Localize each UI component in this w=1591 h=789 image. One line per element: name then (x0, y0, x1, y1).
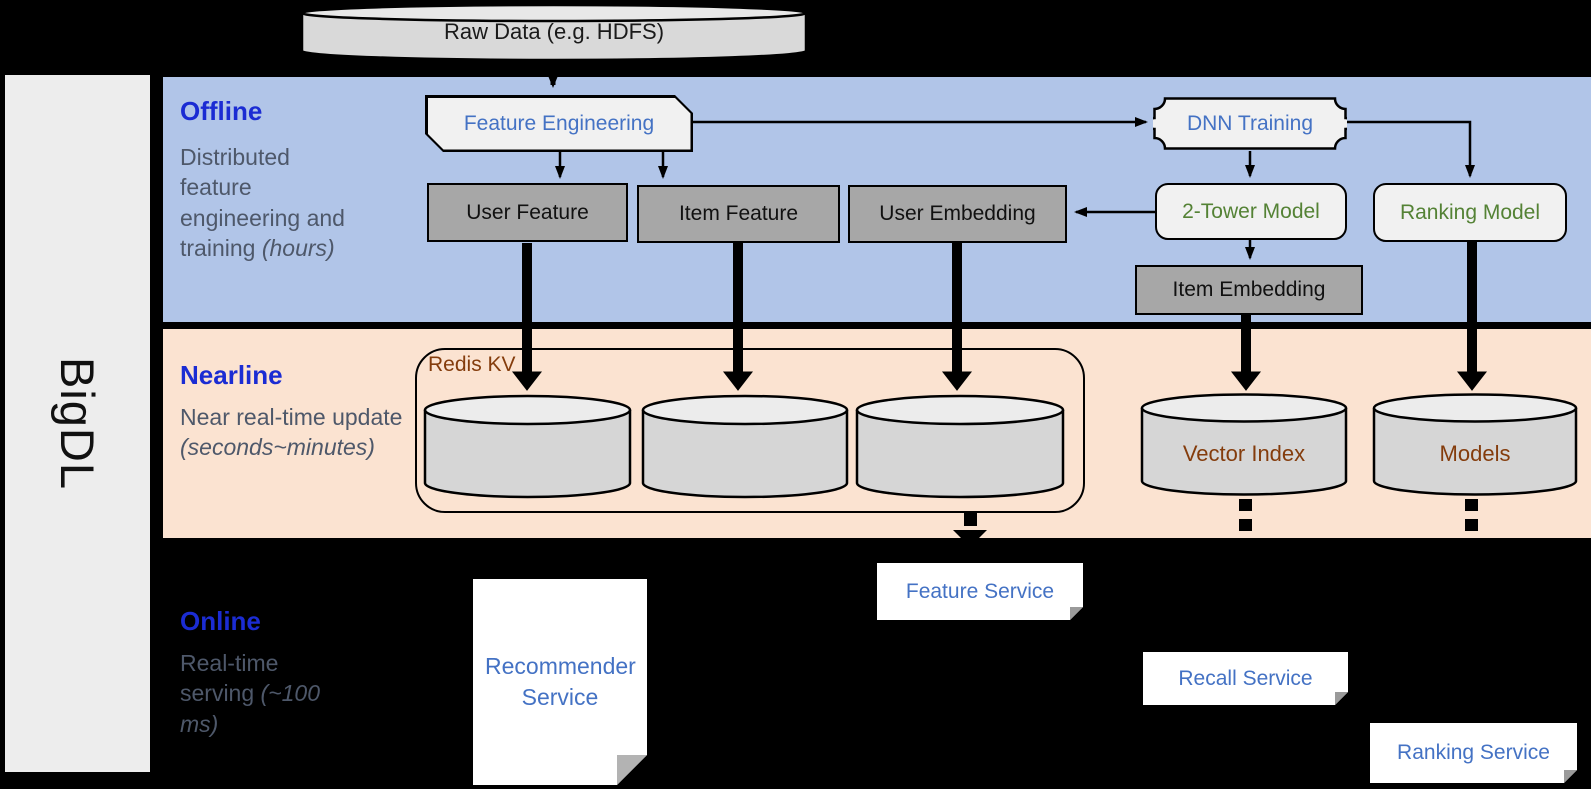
raw-data-label: Raw Data (e.g. HDFS) (443, 19, 665, 44)
dnn-training-node: DNN Training (1153, 97, 1347, 150)
feature-service-node: Feature Service (877, 563, 1083, 620)
folded-corner-icon (617, 755, 647, 785)
vector-index-label: Vector Index (1182, 441, 1306, 466)
plaque-shape-icon (1153, 97, 1347, 150)
folded-corner-icon (1335, 692, 1348, 705)
item-feature-node: Item Feature (637, 185, 840, 243)
item-feature-label: Item Feature (678, 202, 799, 225)
nearline-desc: Near real-time update (seconds~minutes) (180, 404, 403, 461)
recommender-service-label: Recommender Service (485, 652, 636, 710)
redis-kv-container (415, 348, 1085, 513)
offline-title: Offline (180, 96, 263, 126)
recommender-service-node: Recommender Service (473, 579, 647, 785)
item-embedding-label: Item Embedding (1172, 278, 1326, 301)
dnn-training-label: DNN Training (1186, 111, 1314, 135)
ranking-service-node: Ranking Service (1370, 723, 1577, 783)
online-title: Online (180, 606, 261, 636)
ranking-service-label: Ranking Service (1397, 741, 1550, 764)
feature-engineering-node: Feature Engineering (425, 95, 693, 152)
online-desc: Real-time serving (~100 ms) (180, 650, 321, 737)
models-label: Models (1439, 441, 1511, 466)
redis-kv-label: Redis KV (428, 353, 516, 376)
vector-index-store: Vector Index (1140, 392, 1348, 497)
user-embedding-label: User Embedding (879, 202, 1036, 225)
user-feature-node: User Feature (427, 183, 628, 242)
cylinder-shape-icon (300, 3, 808, 62)
models-store: Models (1372, 392, 1578, 497)
recall-service-node: Recall Service (1143, 652, 1348, 705)
redis-shard-cylinder-3 (855, 393, 1065, 500)
feature-engineering-label: Feature Engineering (463, 111, 655, 135)
bigdl-logo-text: BigDL (50, 356, 104, 491)
redis-shard-cylinder-1 (423, 393, 632, 500)
item-embedding-node: Item Embedding (1135, 265, 1363, 315)
redis-shard-cylinder-2 (641, 393, 849, 500)
folded-corner-icon (1564, 770, 1577, 783)
offline-desc: Distributed feature engineering and trai… (180, 144, 345, 262)
bigdl-sidebar: BigDL (5, 75, 150, 772)
user-embedding-node: User Embedding (848, 185, 1067, 243)
feature-service-label: Feature Service (905, 579, 1055, 603)
user-feature-label: User Feature (466, 200, 589, 224)
two-tower-model-label: 2-Tower Model (1182, 199, 1320, 223)
folded-corner-icon (1070, 607, 1083, 620)
two-tower-model-node: 2-Tower Model (1155, 183, 1347, 240)
ranking-model-label: Ranking Model (1399, 200, 1541, 224)
ranking-model-node: Ranking Model (1373, 183, 1567, 242)
recall-service-label: Recall Service (1178, 666, 1313, 690)
raw-data-store: Raw Data (e.g. HDFS) (300, 3, 808, 62)
nearline-title: Nearline (180, 360, 283, 390)
